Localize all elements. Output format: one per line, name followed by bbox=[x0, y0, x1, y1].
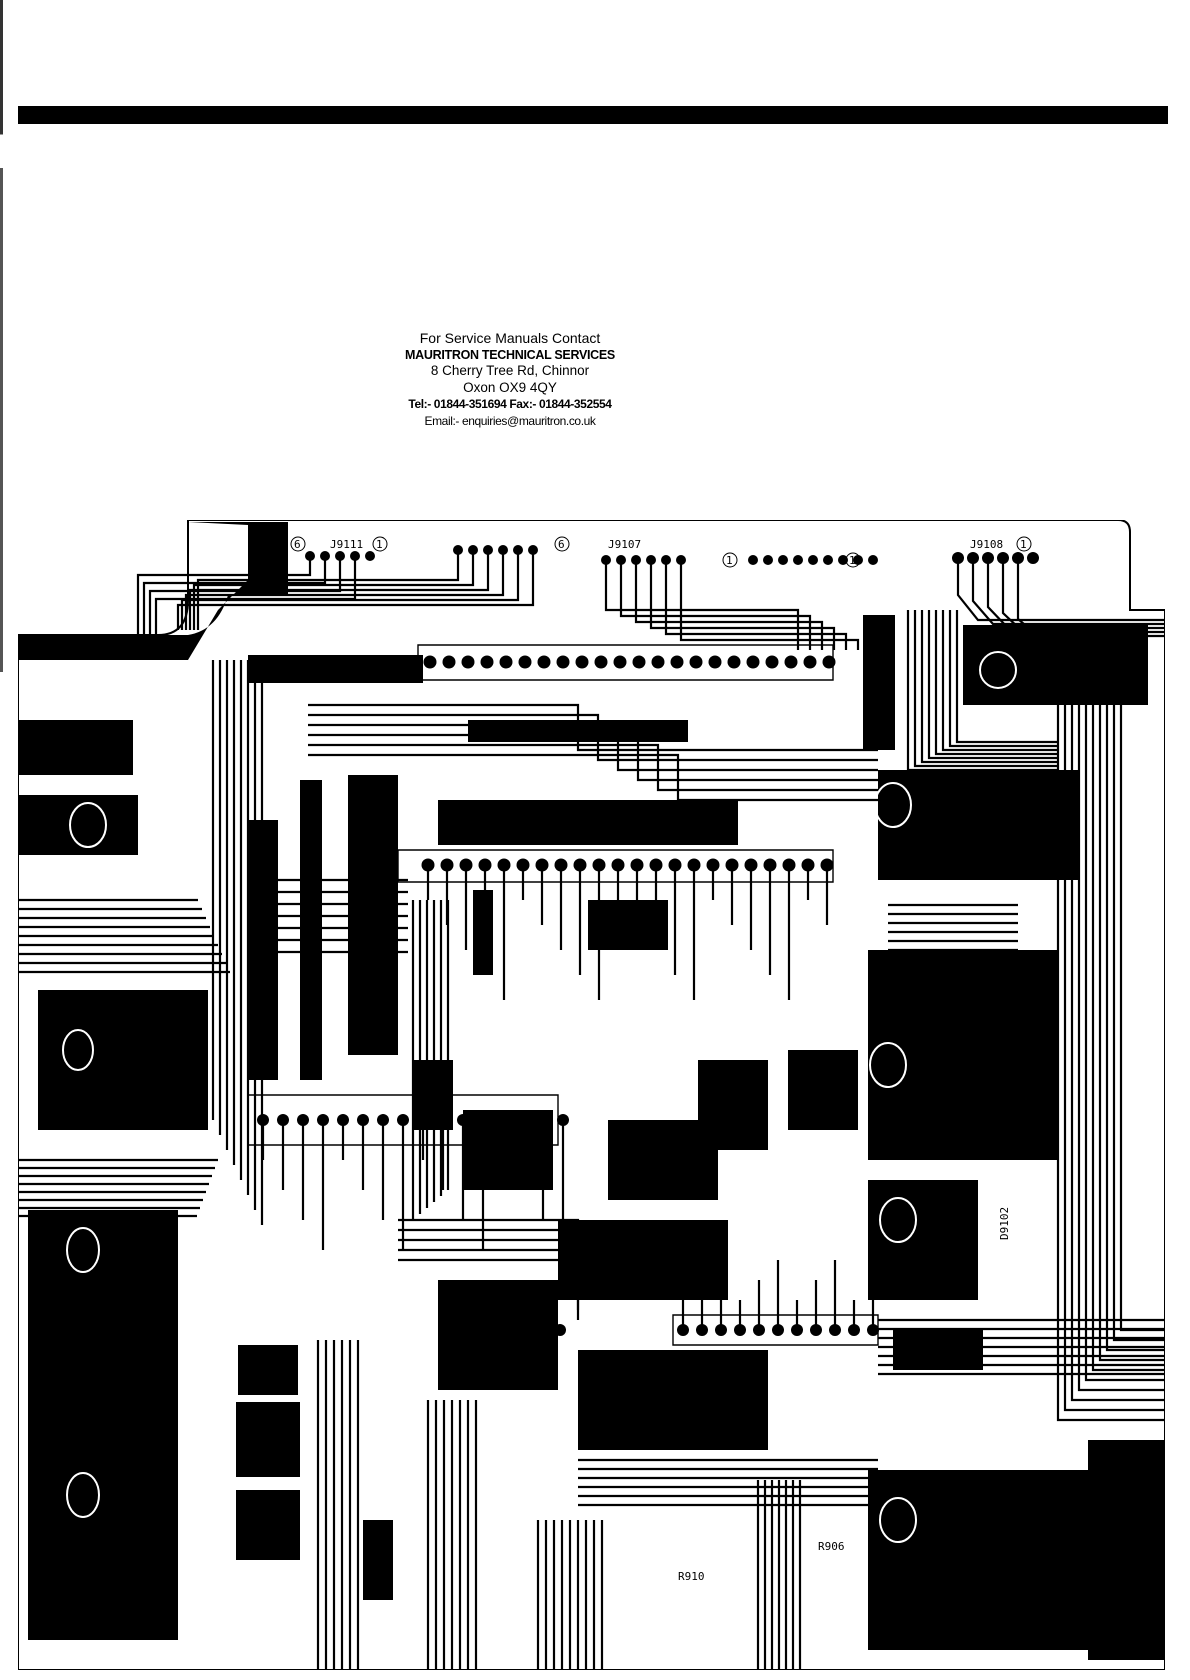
traces bbox=[18, 550, 1165, 1670]
part-label: R902 bbox=[913, 1229, 926, 1256]
pin-marker: 1 bbox=[1020, 538, 1027, 551]
address-street: 8 Cherry Tree Rd, Chinnor bbox=[430, 363, 590, 378]
pin-marker: 6 bbox=[294, 538, 301, 551]
pads bbox=[257, 545, 1039, 1336]
pin-marker: 1 bbox=[726, 554, 733, 567]
phone-fax: Tel:- 01844-351694 Fax:- 01844-352554 bbox=[408, 397, 612, 411]
pcb-layout-drawing: J9111 J9107 J9108 6 1 6 1 1 1 R910 R906 … bbox=[18, 520, 1165, 1670]
contact-block: For Service Manuals Contact MAURITRON TE… bbox=[380, 330, 640, 429]
part-label: D9103 bbox=[1088, 1497, 1101, 1530]
email: Email:- enquiries@mauritron.co.uk bbox=[424, 413, 596, 428]
mounting-holes bbox=[62, 651, 1017, 1543]
pin-marker: 1 bbox=[849, 554, 856, 567]
contact-line-1: For Service Manuals Contact bbox=[419, 330, 601, 346]
connector-label: J9108 bbox=[970, 538, 1003, 551]
company-name: MAURITRON TECHNICAL SERVICES bbox=[405, 347, 615, 362]
connector-label: J9111 bbox=[330, 538, 363, 551]
part-label: D9104 bbox=[1088, 1567, 1101, 1600]
pin-marker: 1 bbox=[376, 538, 383, 551]
connector-label: J9107 bbox=[608, 538, 641, 551]
header-rule bbox=[18, 106, 1168, 124]
part-label: R910 bbox=[678, 1570, 705, 1583]
pin-marker: 6 bbox=[558, 538, 565, 551]
address-town: Oxon OX9 4QY bbox=[463, 379, 557, 395]
part-label: D9102 bbox=[998, 1207, 1011, 1240]
part-label: R906 bbox=[818, 1540, 845, 1553]
scan-edge bbox=[0, 0, 3, 1680]
